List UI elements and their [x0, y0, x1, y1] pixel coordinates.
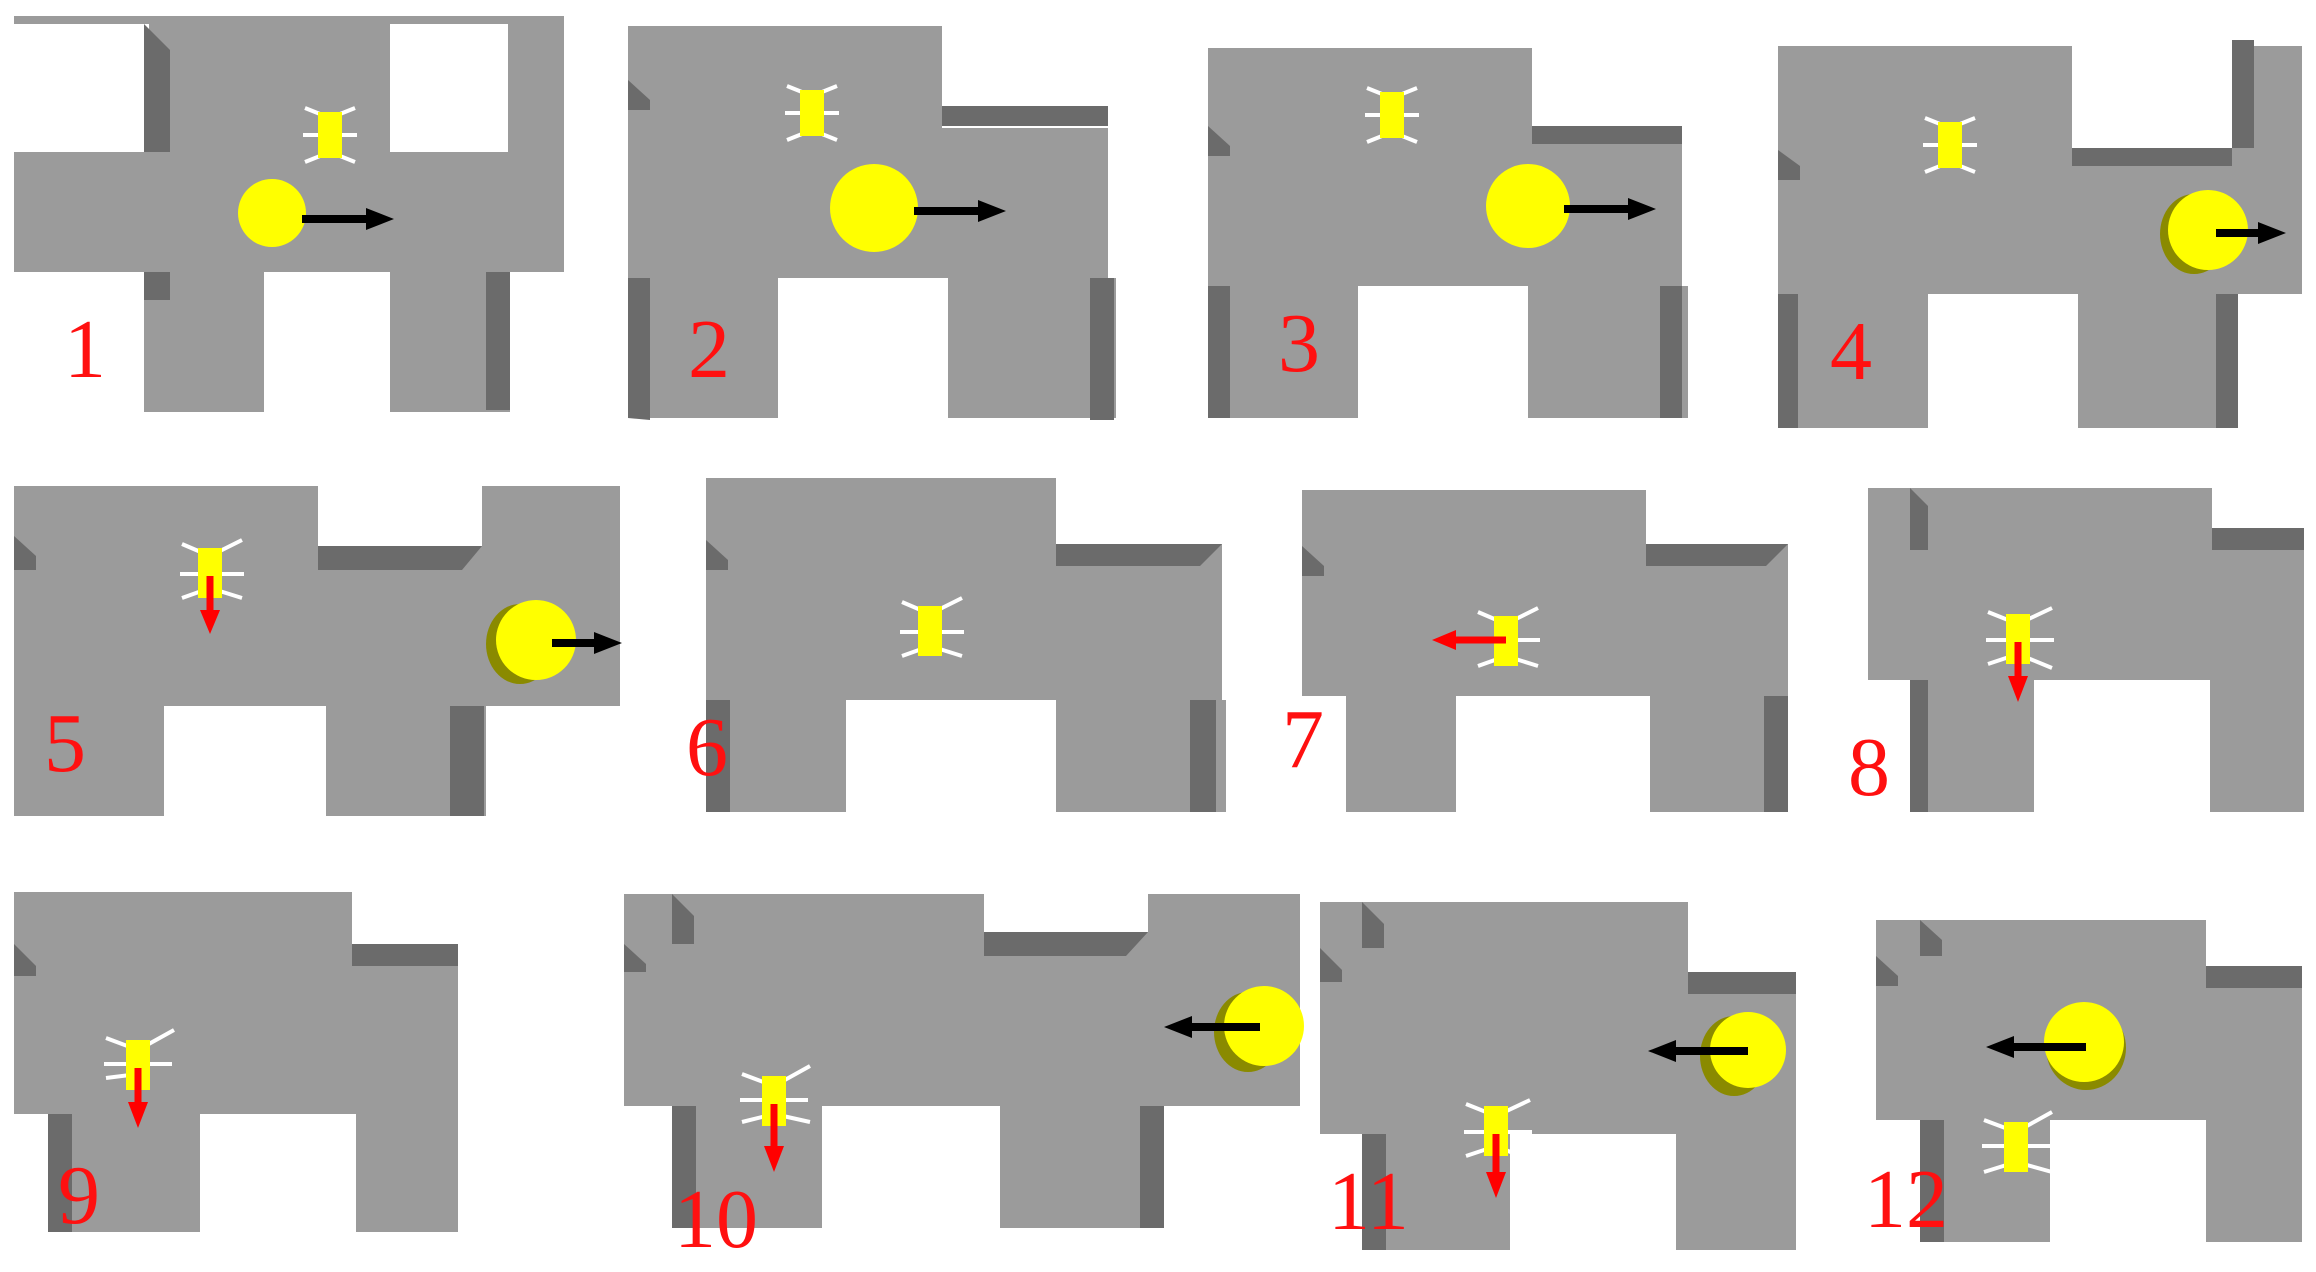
- ball-icon: [238, 179, 306, 247]
- robot-icon: [1923, 116, 1977, 174]
- frame-label: 11: [1328, 1155, 1409, 1248]
- frame-label: 10: [674, 1173, 758, 1266]
- frame-7-scene: [1302, 490, 1796, 812]
- frame-label: 7: [1282, 693, 1324, 786]
- frame-5-scene: [14, 480, 620, 816]
- robot-icon: [1464, 1098, 1532, 1198]
- frame-9-scene: [14, 880, 472, 1232]
- ball-arrow-left-icon: [1164, 1016, 1260, 1038]
- frame-5: 5: [0, 480, 640, 820]
- frame-label: 9: [58, 1149, 100, 1242]
- frame-label: 8: [1848, 721, 1890, 814]
- ball-arrow-right-icon: [302, 208, 394, 230]
- ball-arrow-left-icon: [1986, 1036, 2086, 1058]
- frame-3-scene: [1208, 40, 1692, 418]
- ball-arrow-right-icon: [914, 200, 1006, 222]
- frame-label: 1: [64, 303, 106, 396]
- frame-1-scene: [0, 0, 580, 412]
- frame-4: 4: [1770, 40, 2310, 432]
- frame-10-scene: [624, 880, 1300, 1228]
- robot-icon: [303, 106, 357, 164]
- frame-10: 10: [620, 880, 1320, 1266]
- frame-8: 8: [1848, 480, 2310, 820]
- frame-7: 7: [1282, 490, 1800, 820]
- ball-icon: [2160, 190, 2248, 274]
- frame-label: 12: [1864, 1153, 1948, 1246]
- robot-icon: [104, 1028, 175, 1128]
- frame-label: 4: [1830, 305, 1872, 398]
- frame-6: 6: [686, 470, 1230, 820]
- frame-1: 1: [0, 0, 580, 420]
- robot-icon: [785, 84, 839, 142]
- ball-icon: [830, 164, 918, 252]
- ball-arrow-right-icon: [1564, 198, 1656, 220]
- robot-icon: [1982, 1110, 2053, 1174]
- frame-6-scene: [706, 470, 1226, 812]
- frame-3: 3: [1200, 40, 1700, 430]
- frame-label: 6: [686, 701, 728, 794]
- frame-2: 2: [620, 20, 1120, 430]
- robot-icon: [900, 596, 964, 658]
- frame-label: 5: [44, 697, 86, 790]
- robot-icon: [1432, 606, 1540, 668]
- ball-icon: [1486, 164, 1570, 248]
- ball-arrow-right-icon: [552, 632, 622, 654]
- frame-label: 3: [1278, 297, 1320, 390]
- ball-icon: [486, 600, 576, 684]
- frame-11-scene: [1320, 890, 1804, 1250]
- frame-label: 2: [688, 303, 730, 396]
- robot-icon: [1365, 86, 1419, 144]
- robot-icon: [1986, 606, 2054, 702]
- ball-arrow-left-icon: [1648, 1040, 1748, 1062]
- ball-icon: [1214, 986, 1304, 1072]
- frame-8-scene: [1868, 480, 2308, 812]
- frame-12: 12: [1864, 910, 2310, 1260]
- robot-icon: [740, 1064, 811, 1172]
- frame-11: 11: [1310, 890, 1810, 1260]
- robot-icon: [180, 538, 244, 634]
- frame-9: 9: [0, 880, 480, 1240]
- ball-arrow-right-icon: [2216, 222, 2286, 244]
